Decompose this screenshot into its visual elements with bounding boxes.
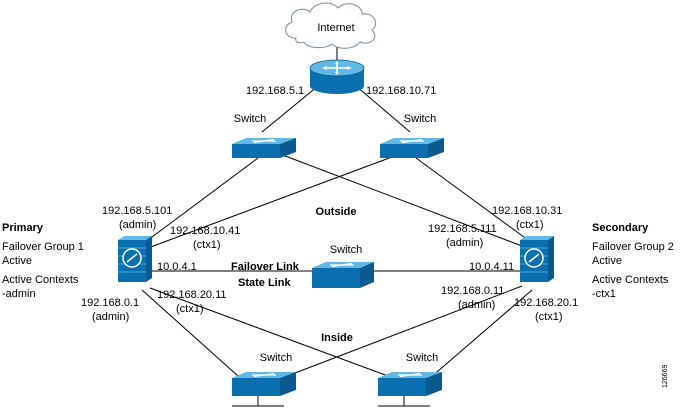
switch-failover-label: Switch [330,244,362,256]
router-right-ip: 192.168.10.71 [366,85,436,97]
firewall-icon [118,236,152,282]
link-top-left-primary [147,157,259,241]
link-router-switch-top-right [355,85,411,133]
link-top-left-secondary [279,153,523,247]
switch-top-left-label: Switch [234,113,266,125]
secondary-group-line1: Failover Group 2 [592,241,674,253]
link-top-right-primary [147,153,401,249]
switch-icon [232,138,296,158]
zone-inside-label: Inside [321,332,353,344]
cloud-icon [285,2,377,49]
secondary-failover-ip: 10.0.4.11 [469,261,514,273]
failover-link-label: Failover Link [231,261,300,273]
primary-failover-ip: 10.0.4.1 [157,261,197,273]
secondary-outside-ctx1-ctx: (ctx1) [516,219,544,231]
router-left-ip: 192.168.5.1 [246,85,304,97]
primary-outside-admin-ip: 192.168.5.101 [102,205,172,217]
secondary-contexts-line1: Active Contexts [592,274,669,286]
secondary-outside-admin-ip: 192.168.5.111 [428,223,497,235]
cloud-label: Internet [317,22,354,34]
secondary-title: Secondary [592,222,649,234]
switch-icon [232,372,296,396]
state-link-label: State Link [238,277,291,289]
link-secondary-bottom-left [281,285,523,379]
primary-inside-ctx1-ctx: (ctx1) [176,303,204,315]
zone-outside-label: Outside [316,206,357,218]
link-primary-bottom-right [149,287,389,377]
primary-group-line1: Failover Group 1 [2,241,84,253]
primary-outside-admin-ctx: (admin) [119,219,156,231]
secondary-outside-ctx1-ip: 192.168.10.31 [492,205,562,217]
link-top-right-secondary [415,157,529,241]
secondary-inside-ctx1-ctx: (ctx1) [535,311,563,323]
switch-icon [380,138,444,158]
primary-contexts-line2: -admin [2,288,36,300]
primary-outside-ctx1-ip: 192.168.10.41 [170,225,240,237]
router-icon [309,59,365,94]
secondary-inside-admin-ip: 192.168.0.11 [441,285,504,297]
primary-outside-ctx1-ctx: (ctx1) [193,239,221,251]
link-primary-bottom-left [141,289,239,377]
secondary-group-line2: Active [592,255,622,267]
firewall-icon [520,236,554,282]
figure-id: 126669 [662,365,669,388]
primary-inside-admin-ctx: (admin) [92,311,129,323]
primary-contexts-line1: Active Contexts [2,274,79,286]
switch-bottom-left-label: Switch [260,352,292,364]
connection-lines [141,44,533,407]
primary-inside-ctx1-ip: 192.168.20.11 [157,289,227,301]
link-secondary-bottom-right [429,289,533,379]
link-router-switch-top-left [261,85,319,133]
switch-icon [378,372,442,396]
switch-bottom-right-label: Switch [406,352,438,364]
switch-top-right-label: Switch [404,113,436,125]
primary-inside-admin-ip: 192.168.0.1 [81,297,139,309]
secondary-contexts-line2: -ctx1 [592,288,616,300]
primary-title: Primary [2,222,44,234]
secondary-outside-admin-ctx: (admin) [446,237,483,249]
primary-group-line2: Active [2,255,32,267]
secondary-inside-ctx1-ip: 192.168.20.1 [514,297,578,309]
switch-icon [312,262,374,288]
secondary-inside-admin-ctx: (admin) [458,299,495,311]
